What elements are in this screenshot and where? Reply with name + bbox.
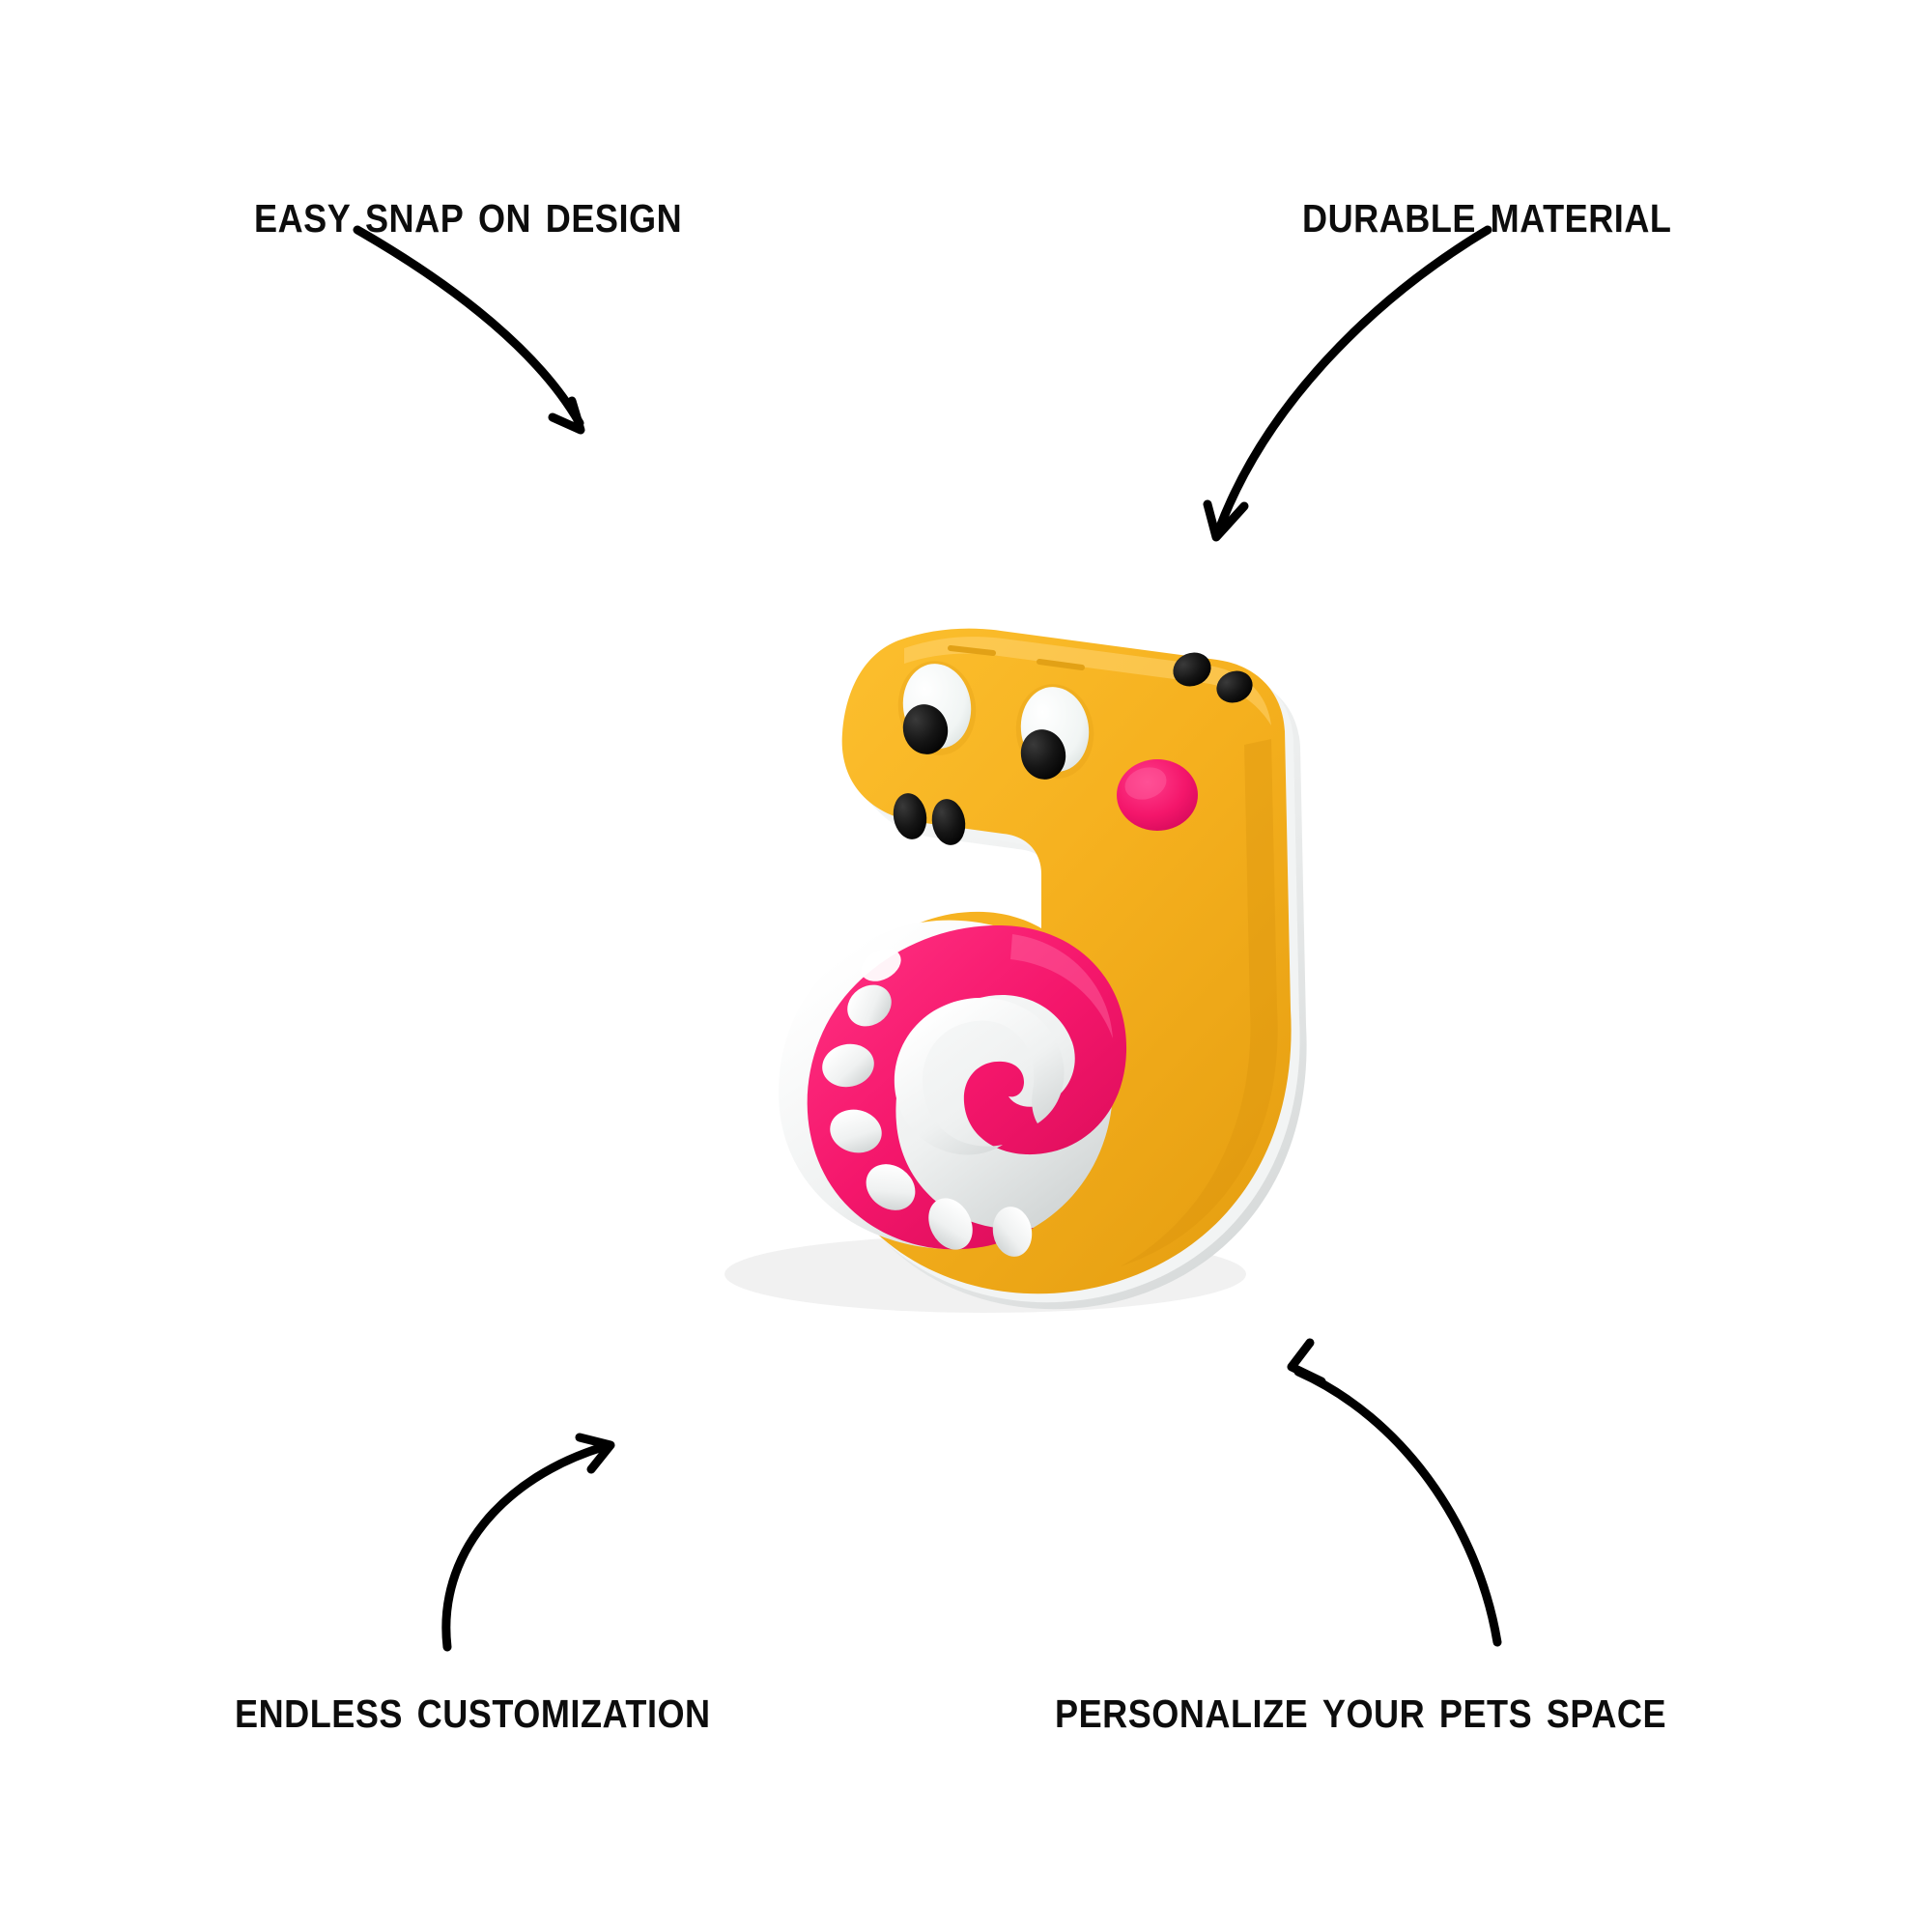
pink-cheek-dot bbox=[1117, 759, 1198, 831]
callout-label-personalize-your-pets-space: Personalize your pets space bbox=[1055, 1677, 1667, 1740]
curl-white-swirl bbox=[894, 997, 1065, 1155]
pink-cheek-highlight bbox=[1124, 767, 1167, 800]
arrow-path-easy-snap bbox=[353, 225, 584, 428]
product-image-letter-j-charm bbox=[724, 628, 1307, 1313]
horn-left bbox=[1173, 652, 1211, 687]
head-crease-1 bbox=[948, 645, 996, 656]
pupil-right bbox=[1020, 729, 1066, 780]
curl-scallop-gaps bbox=[822, 984, 1033, 1257]
arrowhead-easy-snap bbox=[548, 396, 585, 435]
arrow-path-personalize bbox=[1293, 1367, 1502, 1647]
arrowhead-endless bbox=[575, 1433, 615, 1474]
arrowhead-personalize bbox=[1287, 1338, 1326, 1386]
nostril-left bbox=[893, 793, 927, 839]
body-right-shade bbox=[1121, 739, 1278, 1266]
callout-label-durable-material: Durable material bbox=[1302, 182, 1672, 244]
horn-right bbox=[1216, 670, 1253, 703]
pupil-left bbox=[902, 704, 949, 754]
callout-label-easy-snap-on-design: Easy snap on design bbox=[254, 182, 683, 244]
callout-label-endless-customization: Endless customization bbox=[235, 1677, 711, 1740]
nostril-right bbox=[931, 799, 966, 845]
arrow-path-durable bbox=[1214, 225, 1492, 534]
head-crease-2 bbox=[1037, 659, 1085, 670]
curl-inner-detail bbox=[779, 920, 1127, 1257]
curl-white-nub bbox=[861, 949, 901, 981]
pink-spiral-highlight bbox=[1010, 934, 1113, 1038]
face-group bbox=[893, 645, 1253, 845]
arrowhead-durable bbox=[1203, 499, 1249, 542]
arrow-path-endless bbox=[441, 1442, 608, 1652]
